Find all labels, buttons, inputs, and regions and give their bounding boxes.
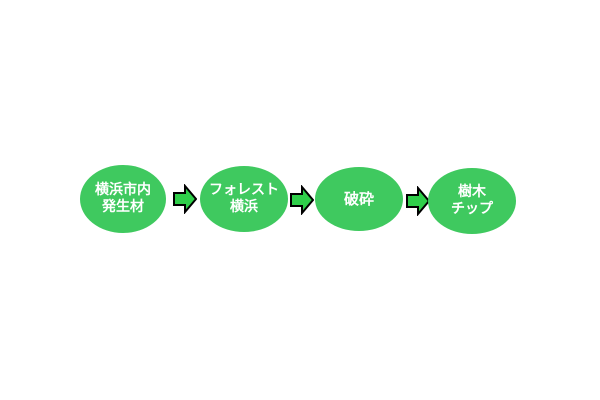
node-label-line: 横浜 [230, 199, 258, 215]
flow-node-wood-chips: 樹木 チップ [428, 168, 516, 234]
node-label-line: 発生材 [102, 199, 144, 215]
node-label-line: 横浜市内 [95, 182, 151, 198]
node-label-line: 破砕 [343, 189, 374, 208]
arrow-right-icon [173, 184, 197, 214]
node-label-line: 樹木 [458, 184, 486, 200]
flow-node-yokohama-materials: 横浜市内 発生材 [80, 165, 166, 233]
arrow-right-icon [406, 186, 430, 216]
node-label-line: チップ [451, 201, 493, 217]
flow-node-forest-yokohama: フォレスト 横浜 [200, 166, 288, 232]
node-label-line: フォレスト [209, 182, 279, 198]
flow-node-crushing: 破砕 [315, 167, 403, 231]
arrow-right-icon [290, 185, 314, 215]
